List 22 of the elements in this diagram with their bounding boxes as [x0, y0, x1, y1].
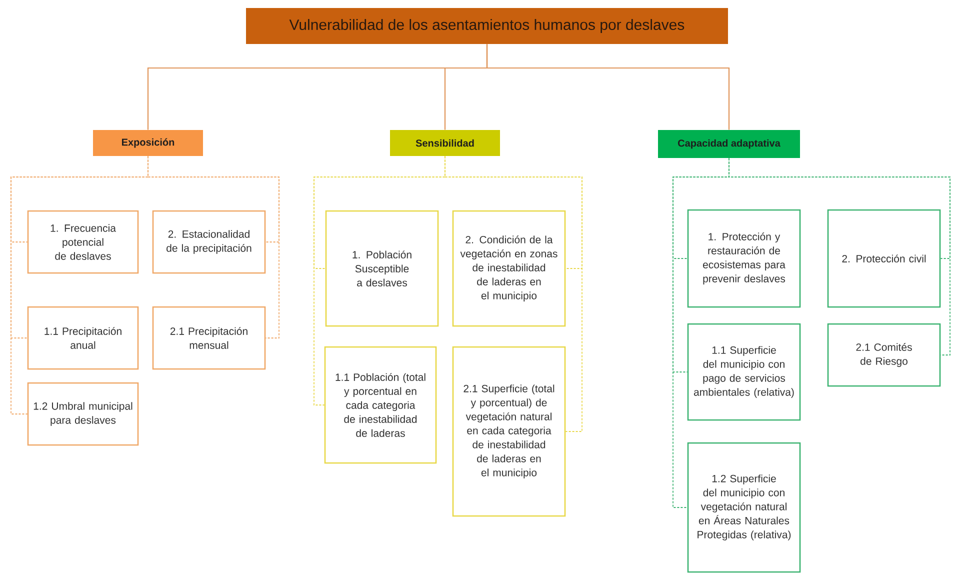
connector-line [486, 44, 730, 130]
connector-line [672, 158, 730, 508]
indicator-box: 2.1 Superficie (total y porcentual) de vegetación natural en cada categoria de inestabilidad de laderas en el municipio [452, 346, 566, 517]
connector-line [10, 156, 148, 414]
connector-line [444, 156, 582, 432]
indicator-box: 2.1 Precipitación mensual [152, 306, 266, 370]
title-box: Vulnerabilidad de los asentamientos humanos por deslaves [246, 8, 728, 44]
category-box: Exposición [93, 130, 203, 156]
indicator-box: 1.2 Umbral municipal para deslaves [27, 382, 139, 446]
category-box: Sensibilidad [390, 130, 500, 156]
indicator-box: 2.1 Comités de Riesgo [827, 323, 941, 387]
indicator-box: 1. Frecuencia potencial de deslaves [27, 210, 139, 274]
indicator-box: 1.1 Precipitación anual [27, 306, 139, 370]
indicator-box: 2. Condición de la vegetación en zonas de inestabilidad de laderas en el municipio [452, 210, 566, 327]
indicator-box: 1.1 Superficie del municipio con pago de servicios ambientales (relativa) [687, 323, 801, 421]
category-box: Capacidad adaptativa [658, 130, 800, 158]
indicator-box: 1.1 Población (total y porcentual en cada categoria de inestabilidad de laderas [324, 346, 437, 464]
indicator-box: 2. Estacionalidad de la precipitación [152, 210, 266, 274]
indicator-box: 2. Protección civil [827, 209, 941, 308]
indicator-box: 1. Protección y restauración de ecosistemas para prevenir deslaves [687, 209, 801, 308]
indicator-box: 1.2 Superficie del municipio con vegetación natural en Áreas Naturales Protegidas (relativa) [687, 442, 801, 573]
indicator-box: 1. Población Susceptible a deslaves [325, 210, 439, 327]
